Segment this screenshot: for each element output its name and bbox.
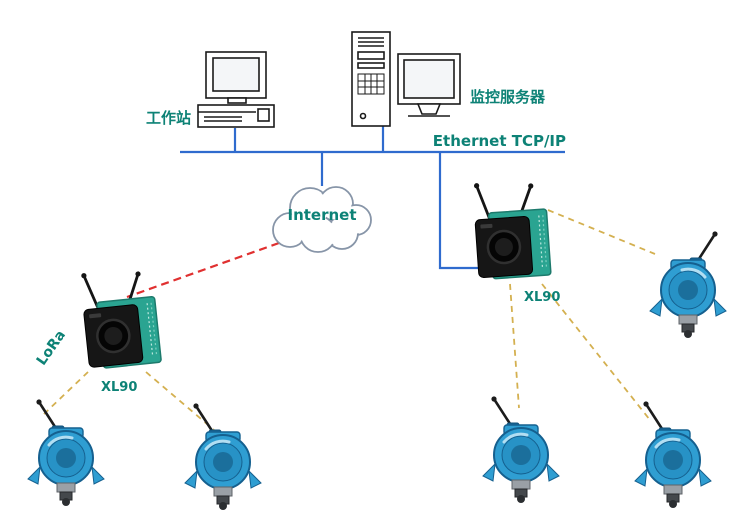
lora-gateway-left bbox=[78, 264, 163, 371]
ethernet-label: Ethernet TCP/IP bbox=[432, 132, 566, 150]
lora-gateway-right bbox=[471, 177, 553, 282]
internet-cloud bbox=[272, 186, 372, 253]
gateway-right-sensor4-dash bbox=[509, 283, 520, 409]
monitoring-server bbox=[351, 31, 461, 127]
workstation-monitor-stand bbox=[227, 97, 247, 104]
workstation-computer bbox=[197, 51, 275, 128]
gateway-left-label: XL90 bbox=[101, 380, 138, 395]
connection-lines bbox=[43, 126, 656, 431]
gas-sensor-5 bbox=[633, 399, 713, 510]
gas-sensor-4 bbox=[481, 394, 561, 505]
internet-label: Internet bbox=[287, 206, 357, 224]
gateway-right-drop-line bbox=[438, 152, 478, 270]
gateway-left-sensor1-dash bbox=[43, 371, 89, 415]
workstation-label: 工作站 bbox=[146, 109, 192, 127]
gas-sensor-3 bbox=[648, 229, 728, 340]
workstation-screen bbox=[212, 57, 260, 92]
gateway-right-label: XL90 bbox=[524, 290, 561, 305]
gateway-left-sensor2-dash bbox=[145, 371, 215, 431]
gateway-right-sensor5-dash bbox=[541, 283, 651, 421]
gas-sensor-1 bbox=[26, 397, 106, 508]
internet-to-gateway-lora-dash bbox=[126, 241, 280, 299]
server-label: 监控服务器 bbox=[470, 88, 546, 106]
server-screen bbox=[403, 59, 455, 99]
gateway-right-sensor3-dash bbox=[547, 209, 656, 255]
gas-sensor-2 bbox=[183, 401, 263, 512]
